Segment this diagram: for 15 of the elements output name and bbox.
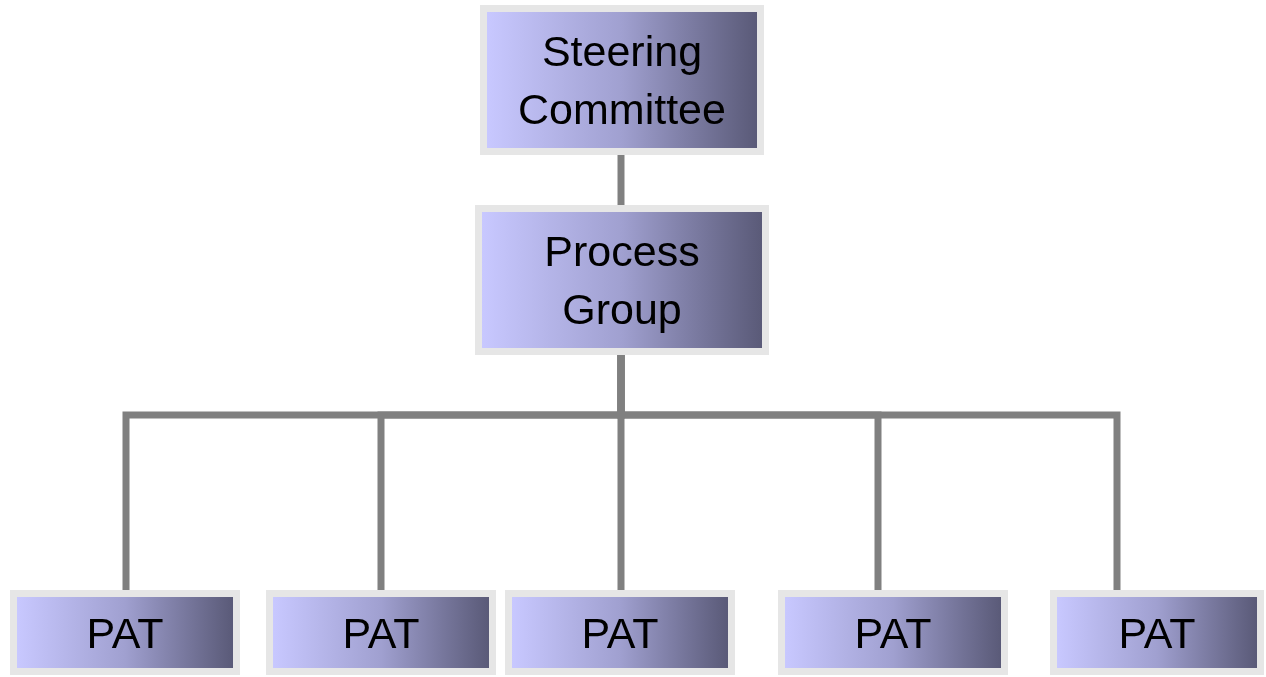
- box-label: PAT: [342, 607, 420, 659]
- box-label: PAT: [854, 607, 932, 659]
- org-box: [266, 590, 496, 675]
- box-label: PAT: [1118, 607, 1196, 659]
- connector-line: [617, 155, 625, 205]
- box-label: PAT: [86, 607, 164, 659]
- org-box: [475, 205, 769, 355]
- org-box: [778, 590, 1008, 675]
- box-label: PAT: [581, 607, 659, 659]
- box-label: Steering Committee: [517, 26, 727, 135]
- org-box: [505, 590, 735, 675]
- box-label: Process Group: [543, 226, 701, 335]
- org-box: [480, 5, 764, 155]
- org-box: [1050, 590, 1264, 675]
- org-box: [10, 590, 240, 675]
